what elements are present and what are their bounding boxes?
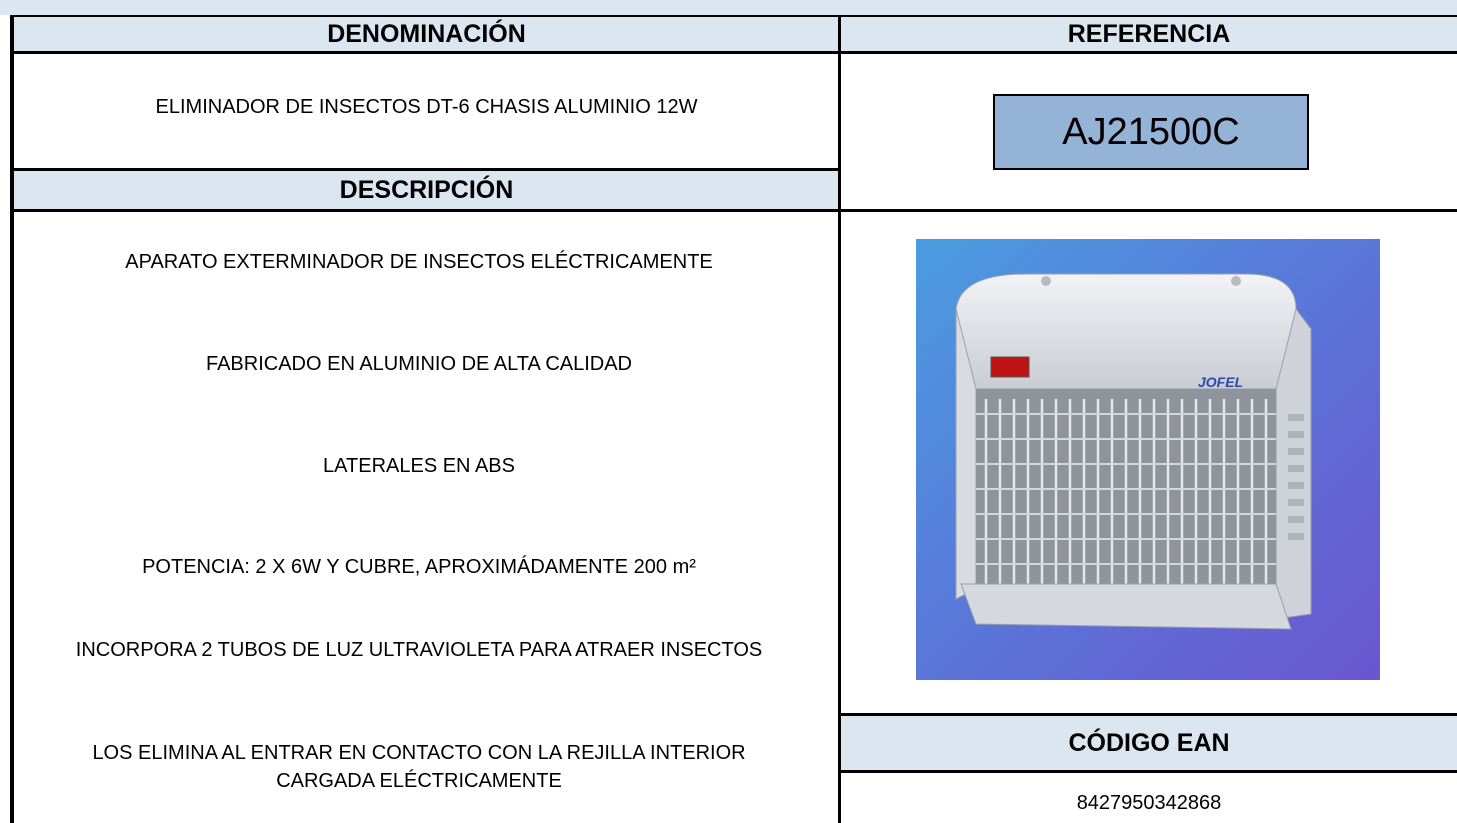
codigo-ean-header: CÓDIGO EAN: [841, 716, 1457, 770]
brand-logo: JOFEL: [1198, 374, 1243, 390]
referencia-header: REFERENCIA: [841, 17, 1457, 51]
border-top: [10, 15, 1457, 17]
description-line-5: INCORPORA 2 TUBOS DE LUZ ULTRAVIOLETA PA…: [75, 639, 763, 661]
description-line-2: FABRICADO EN ALUMINIO DE ALTA CALIDAD: [205, 353, 633, 375]
product-photo: JOFEL: [916, 239, 1380, 680]
divider-header-row: [10, 51, 1457, 54]
border-left: [10, 15, 14, 823]
insect-killer-image: JOFEL: [916, 239, 1380, 680]
description-line-1: APARATO EXTERMINADOR DE INSECTOS ELÉCTRI…: [125, 251, 713, 273]
divider-desc-left: [10, 209, 1457, 212]
ean-value: 8427950342868: [1076, 792, 1222, 814]
reference-box: AJ21500C: [993, 94, 1309, 170]
denominacion-header: DENOMINACIÓN: [14, 17, 839, 51]
divider-ean: [838, 770, 1457, 773]
divider-name-left: [10, 168, 841, 171]
description-line-6: LOS ELIMINA AL ENTRAR EN CONTACTO CON LA…: [92, 742, 746, 792]
description-line-3: LATERALES EN ABS: [323, 455, 515, 477]
divider-vertical: [838, 15, 841, 823]
product-name: ELIMINADOR DE INSECTOS DT-6 CHASIS ALUMI…: [155, 96, 698, 118]
description-line-4: POTENCIA: 2 X 6W Y CUBRE, APROXIMÁDAMENT…: [142, 556, 696, 578]
divider-photo-bottom: [838, 713, 1457, 716]
descripcion-header: DESCRIPCIÓN: [14, 171, 839, 209]
top-strip: [0, 0, 1457, 15]
